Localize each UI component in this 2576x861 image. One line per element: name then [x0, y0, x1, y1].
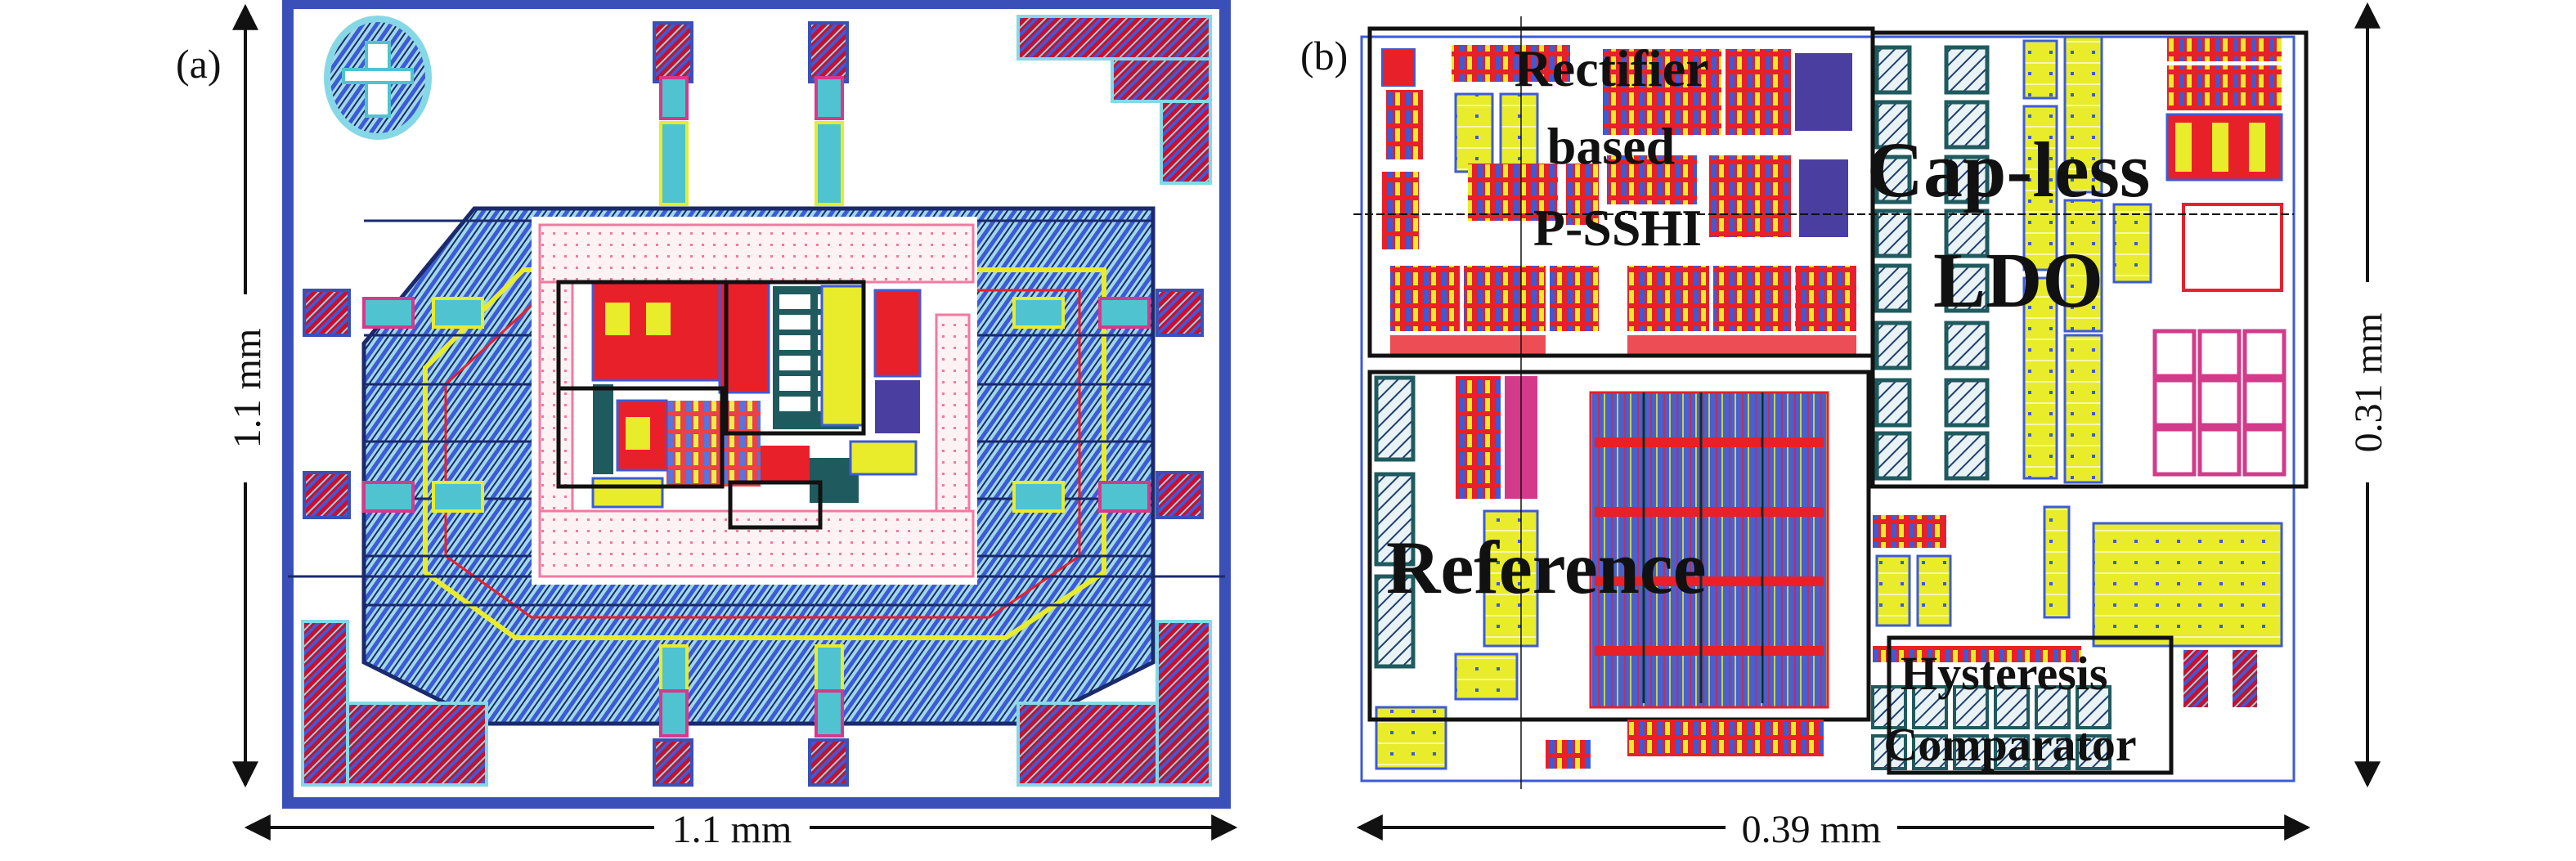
reference-outline: [1367, 370, 1871, 722]
core-cap-left: [538, 280, 574, 513]
core-cap-bottom: [538, 509, 975, 578]
panel-a: (a) 1.1 mm 1.1 mm: [176, 0, 1238, 851]
panel-a-height-label: 1.1 mm: [226, 329, 269, 449]
comparator-outline: [1887, 635, 2174, 775]
panel-b-tag: (b): [1300, 33, 1348, 78]
reference-label: Reference: [1386, 526, 1707, 609]
panel-a-width-label: 1.1 mm: [672, 808, 792, 851]
comparator-block: Hysteresis Comparator: [1871, 635, 2174, 775]
chip-b: Rectifier based P-SSHI: [1353, 16, 2309, 789]
core-circuit: [591, 280, 922, 509]
panel-a-tag: (a): [176, 41, 222, 87]
ldo-label: Cap-less LDO: [1867, 126, 2170, 324]
logo-icon: [324, 16, 432, 140]
panel-b: (b) 0.31 mm 0.39 mm: [1300, 2, 2390, 851]
esd-diodes: [362, 76, 1151, 738]
rectifier-label: Rectifier based P-SSHI: [1515, 39, 1721, 257]
core-block-outlines: [556, 280, 866, 530]
ldo-outline: [1870, 30, 2309, 489]
panel-b-height-label: 0.31 mm: [2347, 313, 2390, 453]
panel-b-width-label: 0.39 mm: [1742, 808, 1882, 851]
core-cap-right: [935, 313, 971, 513]
comparator-label: Hysteresis Comparator: [1883, 647, 2136, 771]
misc-blocks: [1546, 505, 2283, 769]
ldo-block: Cap-less LDO: [1867, 30, 2309, 489]
bond-pads: [301, 15, 1212, 787]
chip-a: [282, 0, 1231, 809]
rectifier-block: Rectifier based P-SSHI: [1367, 26, 1875, 358]
core-cap-top: [538, 223, 975, 284]
esd-cells: [432, 121, 1065, 725]
